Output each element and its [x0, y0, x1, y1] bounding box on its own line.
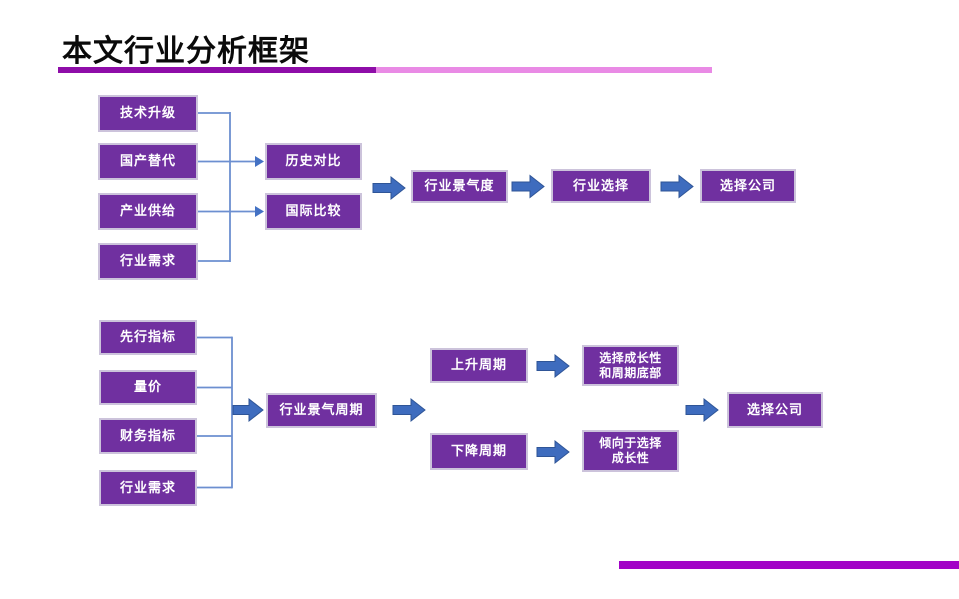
flow-arrow-icon: [536, 353, 570, 379]
box-industry-demand-top: 行业需求: [98, 243, 198, 280]
flow-arrow-icon: [685, 397, 719, 423]
flow-arrow-icon: [660, 174, 694, 199]
box-select-company-bottom: 选择公司: [727, 392, 823, 428]
box-financial-indicators: 财务指标: [99, 418, 197, 454]
bottom-connector-lines: [197, 336, 233, 489]
flow-arrow-icon: [511, 174, 545, 199]
box-rising-cycle: 上升周期: [430, 348, 528, 383]
arrowhead-icon: [255, 206, 264, 217]
box-industry-selection: 行业选择: [551, 169, 651, 203]
title-underline-dark: [58, 67, 376, 73]
arrowhead-icon: [255, 156, 264, 167]
box-declining-cycle: 下降周期: [430, 433, 528, 470]
flow-arrow-icon: [372, 175, 406, 201]
box-leading-indicators: 先行指标: [99, 320, 197, 355]
box-domestic-substitution: 国产替代: [98, 143, 198, 180]
top-connector-lines: [198, 112, 256, 262]
box-historical-comparison: 历史对比: [265, 143, 362, 180]
box-international-comparison: 国际比较: [265, 193, 362, 230]
flow-arrow-icon: [232, 397, 264, 423]
flow-arrow-icon: [392, 397, 426, 423]
title-underline-light: [376, 67, 712, 73]
box-choose-growth-cycle-bottom: 选择成长性 和周期底部: [582, 345, 679, 386]
box-industry-supply: 产业供给: [98, 193, 198, 230]
box-prefer-growth: 倾向于选择 成长性: [582, 430, 679, 472]
flow-arrow-icon: [536, 439, 570, 465]
page-title: 本文行业分析框架: [62, 35, 310, 68]
box-industry-prosperity: 行业景气度: [411, 170, 508, 203]
box-prosperity-cycle: 行业景气周期: [266, 393, 377, 428]
box-tech-upgrade: 技术升级: [98, 95, 198, 132]
box-industry-demand-bottom: 行业需求: [99, 470, 197, 506]
footer-accent-bar: [619, 561, 959, 569]
box-select-company-top: 选择公司: [700, 169, 796, 203]
top-arrowheads: [255, 156, 264, 217]
box-volume-price: 量价: [99, 370, 197, 405]
